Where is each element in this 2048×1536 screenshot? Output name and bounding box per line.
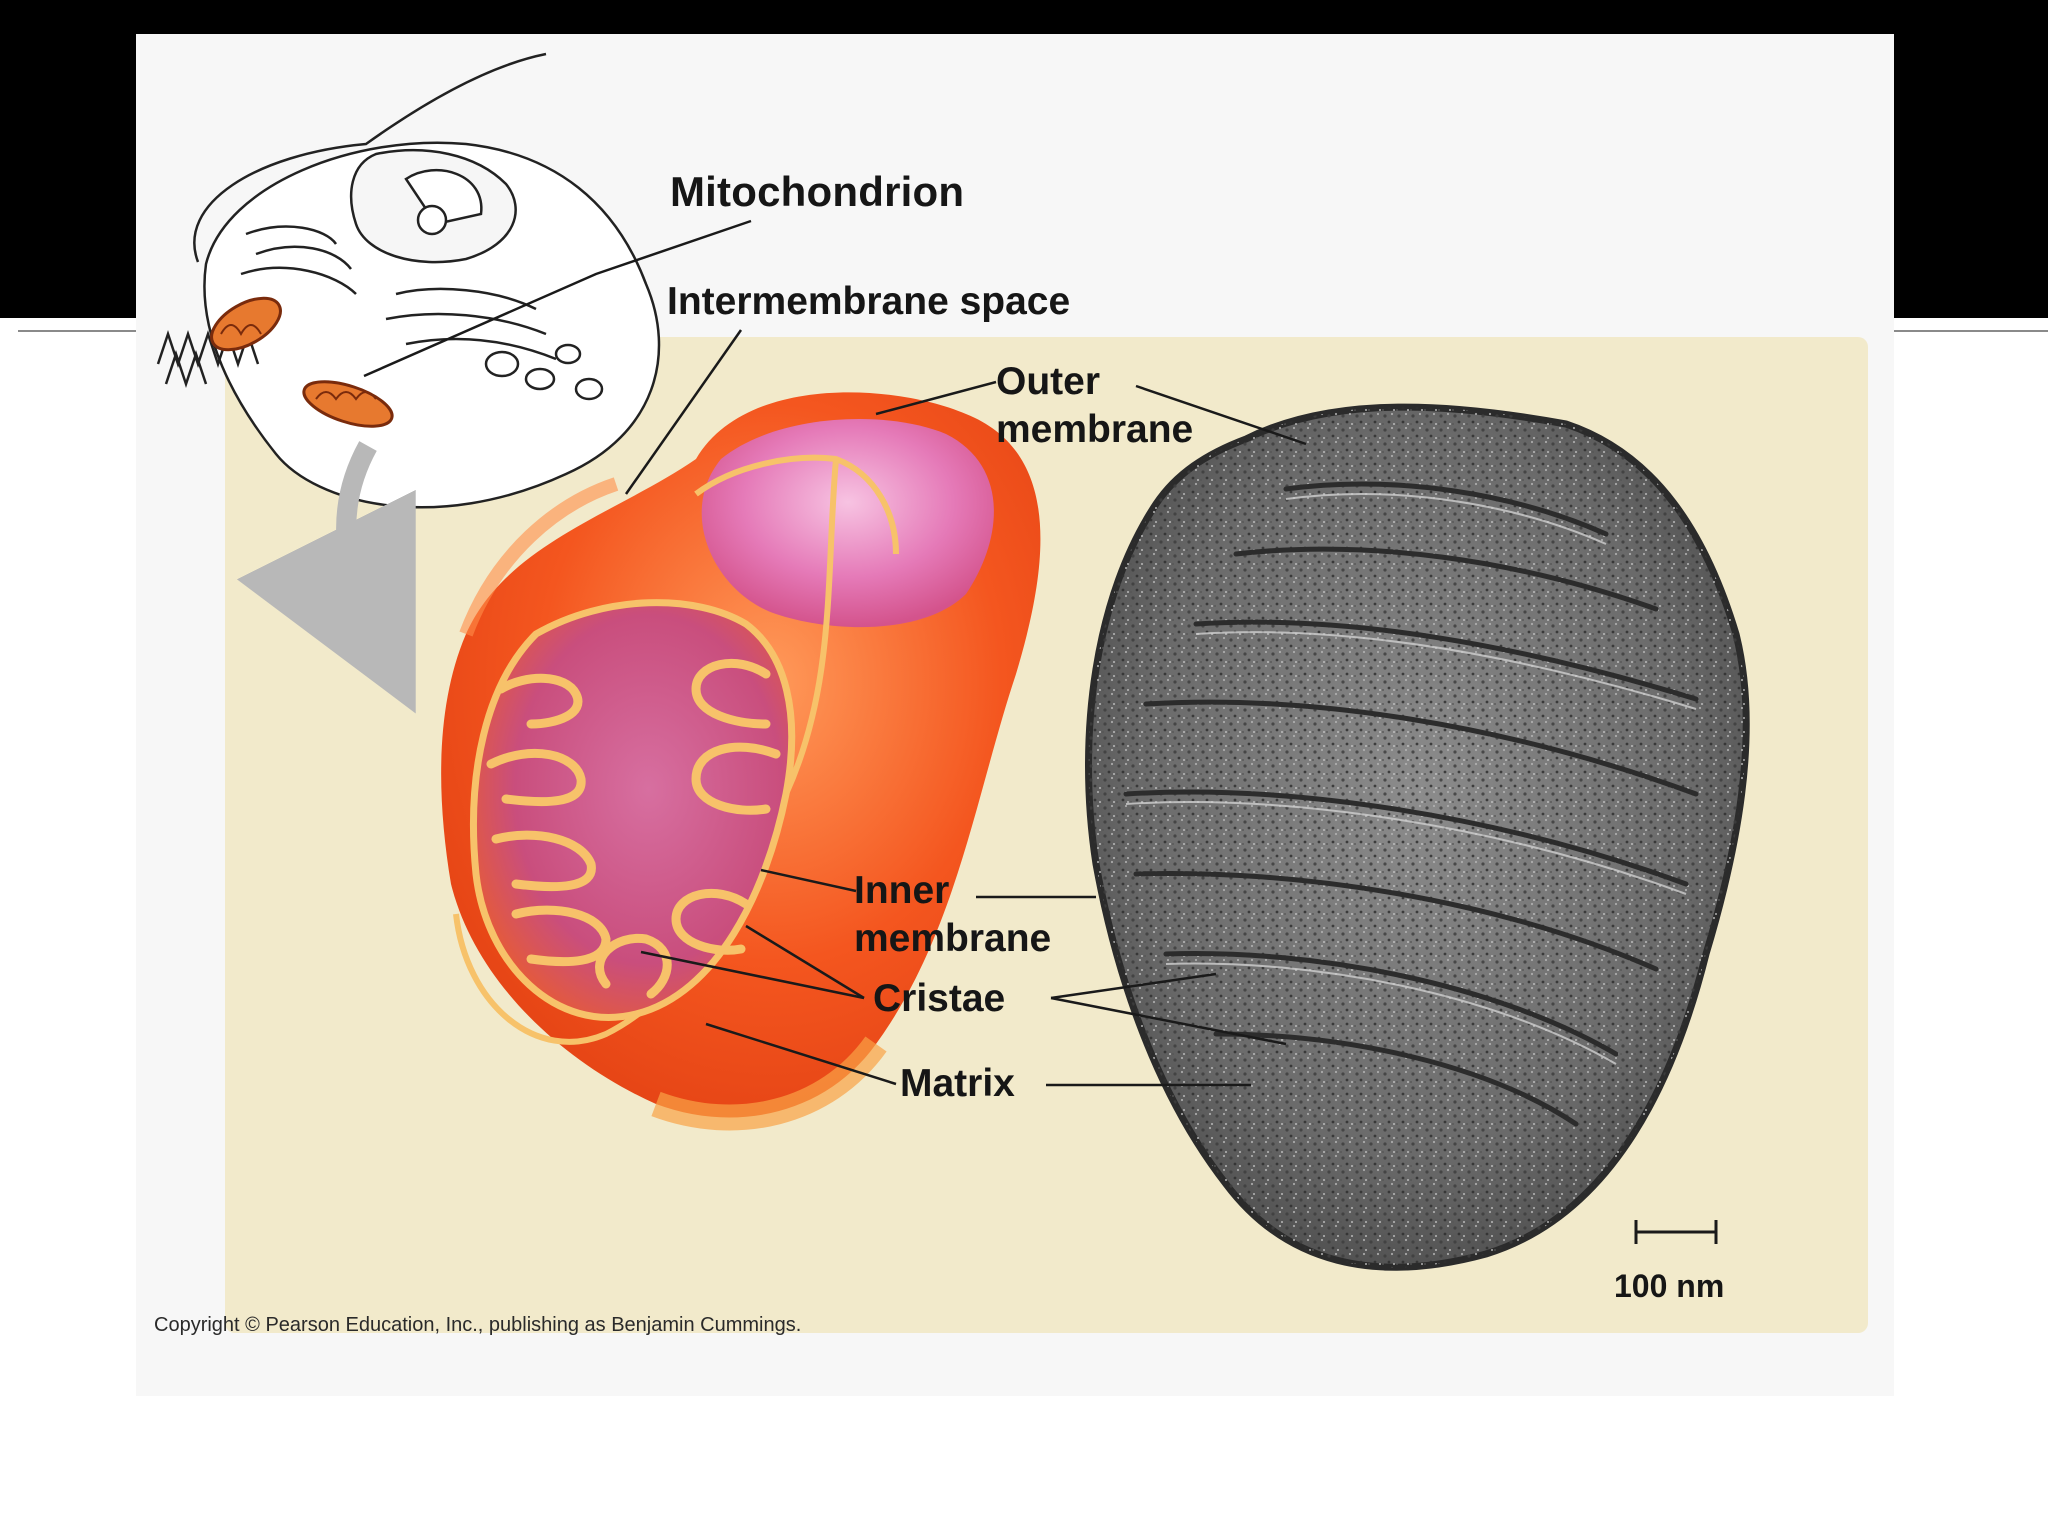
divider-left — [18, 330, 136, 332]
label-intermembrane-space: Intermembrane space — [667, 278, 1070, 326]
label-inner: Inner — [854, 867, 949, 915]
scale-bar — [1636, 1220, 1716, 1244]
nucleolus — [418, 206, 446, 234]
label-cristae: Cristae — [873, 975, 1005, 1023]
label-inner-membrane: membrane — [854, 915, 1051, 963]
figure-slide: Mitochondrion Intermembrane space Outer … — [136, 34, 1894, 1396]
mitochondrion-figure — [136, 34, 1894, 1396]
electron-micrograph — [1089, 407, 1747, 1267]
copyright-notice: Copyright © Pearson Education, Inc., pub… — [154, 1314, 801, 1337]
label-mitochondrion: Mitochondrion — [670, 168, 964, 216]
label-outer-membrane: membrane — [996, 406, 1193, 454]
label-scale: 100 nm — [1614, 1262, 1724, 1310]
label-matrix: Matrix — [900, 1060, 1015, 1108]
label-outer: Outer — [996, 358, 1100, 406]
intermembrane-cut-surface — [702, 419, 994, 627]
divider-right — [1894, 330, 2048, 332]
